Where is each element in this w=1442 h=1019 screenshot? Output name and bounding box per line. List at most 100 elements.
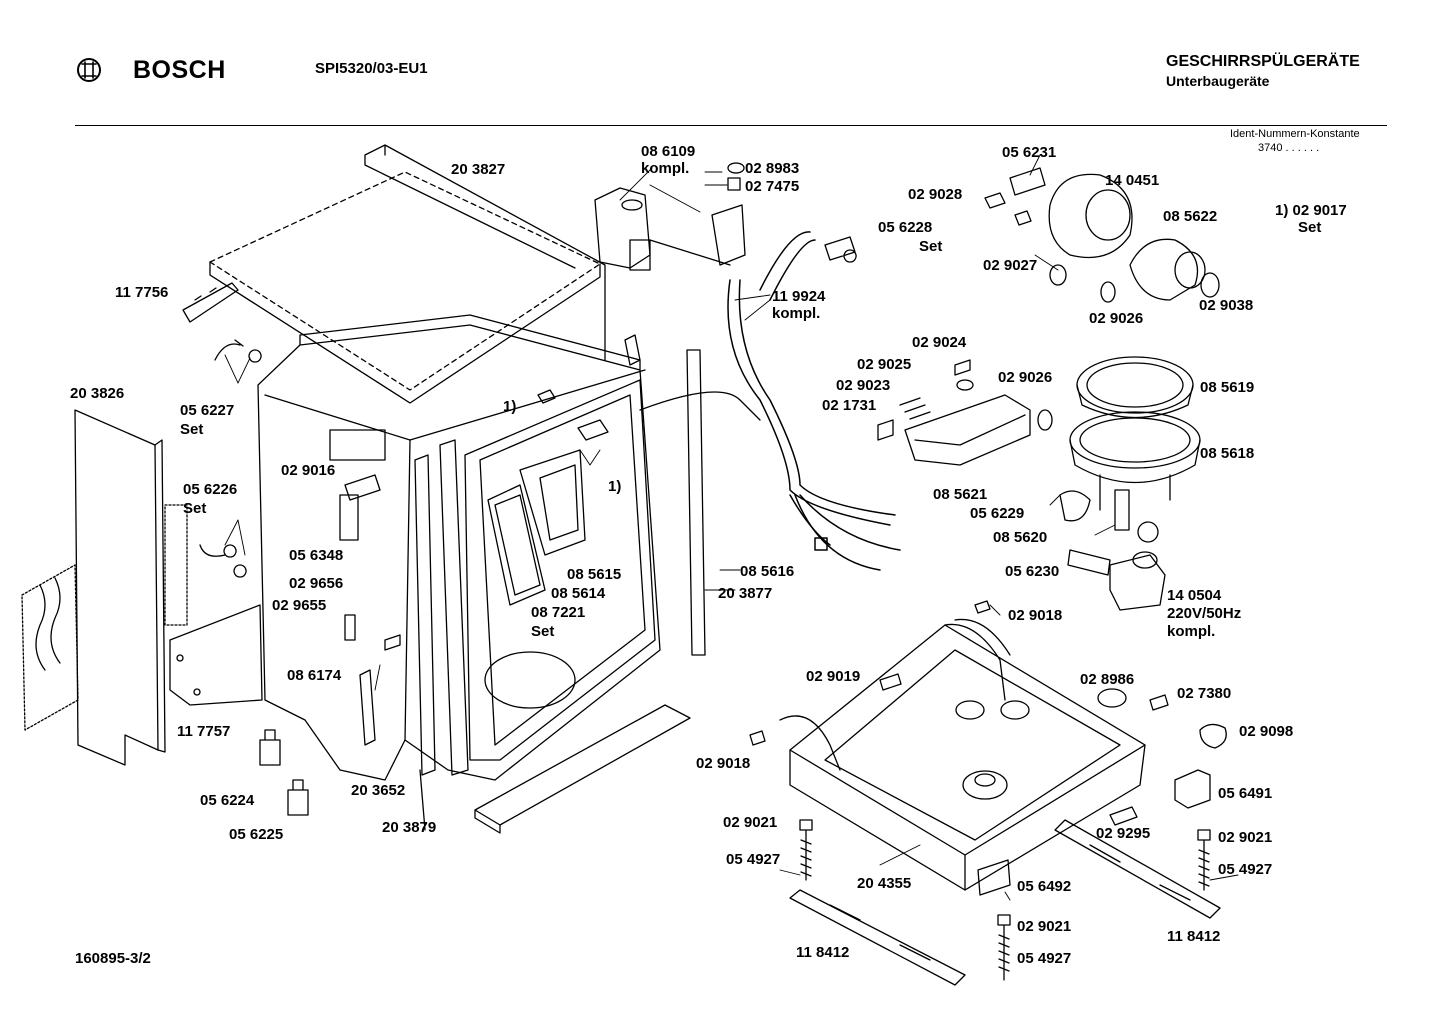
part-label: Set — [180, 421, 204, 438]
ident-value: 3740 . . . . . . — [1258, 142, 1320, 154]
pump-motor — [984, 167, 1220, 303]
part-label: 05 4927 — [1218, 861, 1273, 878]
part-label: 02 9018 — [1008, 607, 1063, 624]
part-label: 05 6228 — [878, 219, 933, 236]
part-label: Set — [531, 623, 555, 640]
connector-056228 — [824, 236, 857, 263]
part-label: 20 4355 — [857, 875, 912, 892]
part-label: 11 8412 — [1167, 928, 1221, 945]
part-label: 08 5620 — [993, 529, 1048, 546]
part-label: kompl. — [1167, 623, 1216, 640]
part-label: 08 5618 — [1200, 445, 1255, 462]
seal-strip-203879 — [414, 454, 436, 831]
side-panel-203826 — [21, 409, 188, 766]
base-rail — [474, 704, 691, 834]
part-label: 05 6348 — [289, 547, 344, 564]
part-label: 08 5614 — [551, 585, 606, 602]
footnote-set: Set — [1298, 219, 1322, 236]
part-label: 11 7756 — [115, 284, 169, 301]
part-label: 11 9924 — [772, 288, 826, 305]
hose-bundle — [727, 231, 901, 571]
part-label: 20 3877 — [718, 585, 773, 602]
part-label: 05 4927 — [726, 851, 781, 868]
part-label: 02 9024 — [912, 334, 967, 351]
part-label: 05 6229 — [970, 505, 1025, 522]
ident-label: Ident-Nummern-Konstante — [1230, 128, 1360, 140]
part-label: kompl. — [641, 160, 690, 177]
part-label: 05 6226 — [183, 481, 238, 498]
part-label: 02 9023 — [836, 377, 891, 394]
part-label: 08 5615 — [567, 566, 622, 583]
part-label: 02 9098 — [1239, 723, 1294, 740]
header-rule — [75, 125, 1387, 126]
part-label: 20 3879 — [382, 819, 437, 836]
drain-pump-140504 — [1067, 549, 1166, 611]
part-label: 05 4927 — [1017, 950, 1072, 967]
document-number: 160895-3/2 — [75, 950, 151, 967]
part-label: 05 6224 — [200, 792, 255, 809]
part-label: 02 7475 — [745, 178, 800, 195]
model-number: SPI5320/03-EU1 — [315, 60, 428, 77]
brand-name: BOSCH — [133, 56, 226, 84]
part-label: 02 9026 — [1089, 310, 1144, 327]
part-label: 02 8986 — [1080, 671, 1135, 688]
part-label: 02 9026 — [998, 369, 1053, 386]
part-label: 02 9018 — [696, 755, 751, 772]
part-label: 02 8983 — [745, 160, 800, 177]
subcategory-title: Unterbaugeräte — [1166, 73, 1270, 89]
part-label: 02 9021 — [1218, 829, 1273, 846]
base-rail-118412-left — [789, 889, 966, 986]
inner-tub — [439, 379, 656, 776]
part-label: 14 0504 — [1167, 587, 1222, 604]
part-label: 20 3826 — [70, 385, 125, 402]
worktop-plate — [209, 171, 601, 404]
part-label: Set — [919, 238, 943, 255]
part-label: 08 6109 — [641, 143, 696, 160]
part-label: kompl. — [772, 305, 821, 322]
part-label: 02 9027 — [983, 257, 1038, 274]
part-label: 02 7380 — [1177, 685, 1232, 702]
part-label: 20 3827 — [451, 161, 506, 178]
part-label: 02 9021 — [1017, 918, 1072, 935]
part-label: 11 7757 — [177, 723, 231, 740]
part-label: 08 5622 — [1163, 208, 1218, 225]
part-label: 08 6174 — [287, 667, 342, 684]
part-label: 08 5619 — [1200, 379, 1255, 396]
hose-loop — [639, 391, 761, 421]
part-label: 02 9295 — [1096, 825, 1151, 842]
aquastop-valve — [594, 162, 746, 271]
part-label: 02 9656 — [289, 575, 344, 592]
gasket-085616 — [686, 349, 706, 656]
part-label: 08 5616 — [740, 563, 795, 580]
part-label: 08 5621 — [933, 486, 988, 503]
small-parts-right — [749, 600, 1227, 896]
part-label: 20 3652 — [351, 782, 406, 799]
part-label: 08 7221 — [531, 604, 586, 621]
bracket-117756 — [182, 282, 239, 323]
top-rail — [364, 144, 606, 361]
part-label: 02 9021 — [723, 814, 778, 831]
sump-085619 — [1059, 356, 1201, 543]
footnote-ref: 1) 02 9017 — [1275, 202, 1347, 219]
small-parts-left — [199, 334, 641, 816]
part-label: 11 8412 — [796, 944, 850, 961]
part-label: 05 6492 — [1017, 878, 1072, 895]
part-label: 05 6225 — [229, 826, 284, 843]
part-label: 1) — [503, 398, 517, 415]
leader-lines — [224, 154, 1239, 901]
part-label: 02 9028 — [908, 186, 963, 203]
bosch-logo-icon — [77, 58, 101, 82]
base-rail-118412-right — [1054, 819, 1221, 919]
part-label: 02 1731 — [822, 397, 877, 414]
category-title: GESCHIRRSPÜLGERÄTE — [1166, 53, 1360, 70]
base-tray-204355 — [779, 618, 1146, 891]
part-label: 02 9025 — [857, 356, 912, 373]
part-label: 02 9655 — [272, 597, 327, 614]
part-label: 05 6227 — [180, 402, 235, 419]
part-label: 02 9016 — [281, 462, 336, 479]
part-label: 02 9019 — [806, 668, 861, 685]
heater-085621 — [877, 359, 1053, 466]
part-label: Set — [183, 500, 207, 517]
tub-body — [169, 314, 661, 781]
